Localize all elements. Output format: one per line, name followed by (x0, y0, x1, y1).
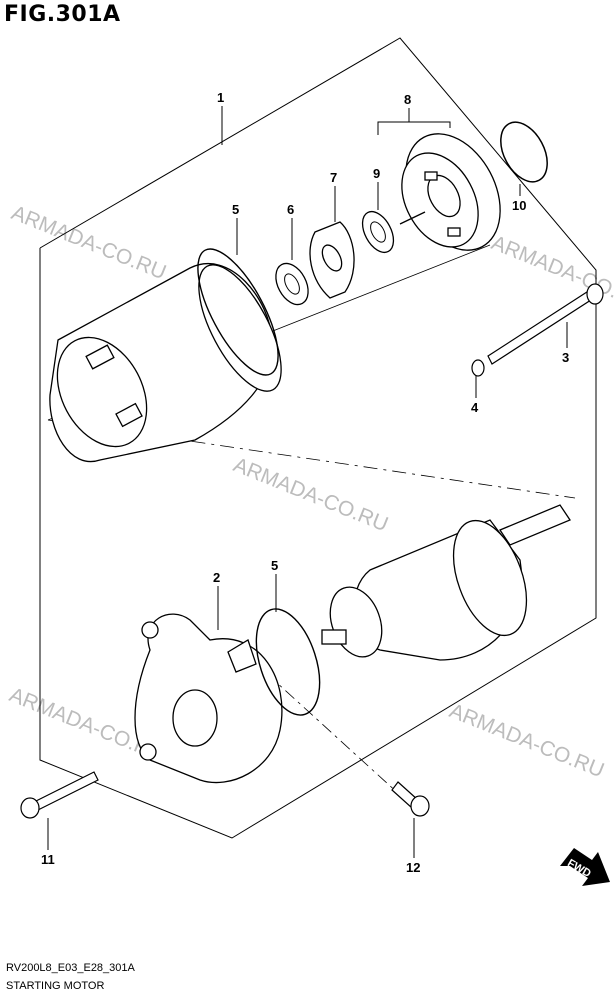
callout-9: 9 (373, 166, 380, 181)
mounting-bolt (20, 771, 99, 819)
figure-title: FIG.301A (4, 2, 121, 27)
diagram-caption: STARTING MOTOR (6, 980, 105, 992)
armature (321, 504, 571, 661)
watermark: ARMADA-CO.RU (8, 201, 169, 284)
callout-8: 8 (404, 92, 411, 107)
callout-5-lower: 5 (271, 558, 278, 573)
front-end-housing (134, 613, 283, 784)
watermark: ARMADA-CO.RU (446, 699, 607, 782)
housing-bolt (391, 781, 430, 817)
o-ring-lower (255, 608, 321, 716)
callout-11: 11 (41, 852, 55, 867)
callout-6: 6 (287, 202, 294, 217)
watermarks: ARMADA-CO.RU ARMADA-CO.RU ARMADA-CO.RU A… (6, 201, 616, 782)
callout-10: 10 (512, 198, 526, 213)
callout-1: 1 (217, 90, 224, 105)
callout-12: 12 (406, 860, 420, 875)
o-ring-10 (500, 121, 548, 183)
brush-holder-assembly (399, 133, 501, 251)
leader-lines (47, 106, 568, 858)
callout-4: 4 (471, 400, 479, 415)
diagram-code: RV200L8_E03_E28_301A (6, 962, 135, 974)
watermark: ARMADA-CO.RU (230, 453, 391, 536)
through-bolt (487, 283, 604, 365)
fwd-arrow-icon: FWD (560, 848, 610, 886)
motor-yoke (49, 262, 282, 463)
callout-labels: 1 8 7 9 5 6 10 3 4 2 5 11 12 (41, 90, 569, 875)
callout-3: 3 (562, 350, 569, 365)
lock-plate (309, 221, 355, 299)
assembly-frame (39, 37, 597, 839)
callout-2: 2 (213, 570, 220, 585)
bolt-washer (471, 359, 485, 377)
callout-5: 5 (232, 202, 239, 217)
callout-7: 7 (330, 170, 337, 185)
o-ring (197, 248, 279, 376)
